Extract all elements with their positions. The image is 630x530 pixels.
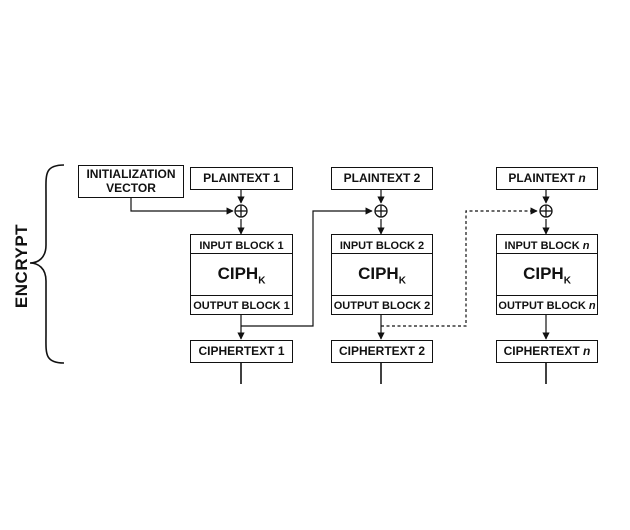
xor-node-n (539, 204, 553, 218)
ciphertext-1-box: CIPHERTEXT 1 (190, 340, 293, 363)
wire-feedback-1-to-xor-2 (241, 207, 373, 327)
encrypt-brace (29, 164, 65, 364)
cipher-block-2: INPUT BLOCK 2 CIPHK OUTPUT BLOCK 2 (331, 234, 433, 315)
cipher-block-1: INPUT BLOCK 1 CIPHK OUTPUT BLOCK 1 (190, 234, 293, 315)
ciphertext-2-box: CIPHERTEXT 2 (331, 340, 433, 363)
output-block-1-label: OUTPUT BLOCK 1 (193, 300, 290, 312)
ciph-k-n-label: CIPHK (523, 264, 571, 287)
plaintext-n-label: PLAINTEXT n (508, 171, 586, 185)
ciph-k-2-label: CIPHK (358, 264, 406, 287)
plaintext-1-label: PLAINTEXT 1 (203, 171, 280, 185)
xor-node-2 (374, 204, 388, 218)
wire-iv-to-xor-1 (130, 197, 234, 215)
initialization-vector-box: INITIALIZATION VECTOR (78, 165, 184, 198)
output-block-n-label: OUTPUT BLOCK n (498, 300, 596, 312)
plaintext-1-box: PLAINTEXT 1 (190, 167, 293, 190)
input-block-1-label: INPUT BLOCK 1 (199, 240, 284, 252)
cipher-block-n: INPUT BLOCK n CIPHK OUTPUT BLOCK n (496, 234, 598, 315)
plaintext-n-box: PLAINTEXT n (496, 167, 598, 190)
ciphertext-n-box: CIPHERTEXT n (496, 340, 598, 363)
ciph-k-1-label: CIPHK (217, 264, 266, 287)
ciphertext-n-label: CIPHERTEXT n (503, 344, 591, 358)
input-block-n-label: INPUT BLOCK n (504, 240, 590, 252)
ciphertext-1-label: CIPHERTEXT 1 (198, 344, 285, 358)
input-block-2-label: INPUT BLOCK 2 (339, 240, 425, 252)
iv-label-line-1: INITIALIZATION (86, 167, 176, 181)
output-block-2-label: OUTPUT BLOCK 2 (333, 300, 431, 312)
encrypt-label: ENCRYPT (12, 223, 31, 309)
xor-node-1 (234, 204, 248, 218)
ciphertext-2-label: CIPHERTEXT 2 (338, 344, 425, 358)
iv-label-line-2: VECTOR (106, 181, 156, 195)
plaintext-2-label: PLAINTEXT 2 (343, 171, 421, 185)
plaintext-2-box: PLAINTEXT 2 (331, 167, 433, 190)
